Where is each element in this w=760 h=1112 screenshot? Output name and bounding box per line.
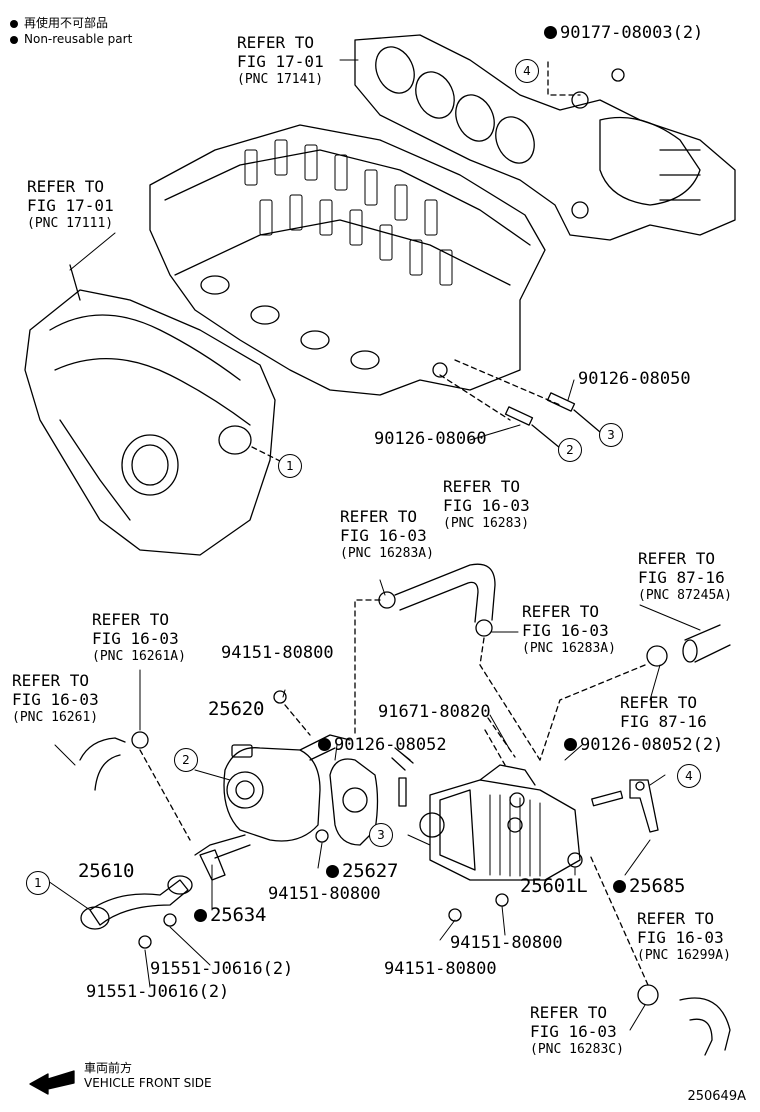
non-reusable-dot-icon [544, 26, 557, 39]
pipe-gasket-drawing [199, 849, 226, 881]
water-hose-right-drawing [539, 624, 731, 761]
exhaust-manifold-drawing [354, 34, 736, 241]
part-number-90126-08052-2[interactable]: 90126-08052(2) [564, 737, 723, 754]
legend-non-reusable-en: Non-reusable part [10, 32, 132, 46]
part-number-91551-j0616-upper[interactable]: 91551-J0616(2) [150, 959, 294, 979]
part-number-90126-08050[interactable]: 90126-08050 [578, 369, 691, 389]
part-number-25685[interactable]: 25685 [613, 877, 685, 896]
part-number-25610[interactable]: 25610 [78, 860, 135, 882]
part-number-90126-08052[interactable]: 90126-08052 [318, 737, 447, 754]
callout-2-top[interactable]: 2 [558, 438, 582, 462]
part-number-94151-80800-bottom[interactable]: 94151-80800 [384, 959, 497, 979]
part-number-94151-80800-upper[interactable]: 94151-80800 [221, 643, 334, 663]
leader-lines [47, 59, 701, 1031]
legend-non-reusable-cn: 再使用不可部品 [10, 14, 108, 31]
egr-valve-drawing [194, 690, 351, 859]
non-reusable-dot-icon [613, 880, 626, 893]
egr-cooler-drawing [419, 717, 583, 922]
part-number-90126-08060[interactable]: 90126-08060 [374, 429, 487, 449]
callout-4-bottom[interactable]: 4 [677, 764, 701, 788]
hose-upper-drawing [354, 563, 541, 761]
non-reusable-dot-icon [318, 738, 331, 751]
stud-bolts-drawing [398, 777, 624, 807]
callout-2-bottom[interactable]: 2 [174, 748, 198, 772]
callout-3-bottom[interactable]: 3 [369, 823, 393, 847]
part-number-91551-j0616-lower[interactable]: 91551-J0616(2) [86, 982, 230, 1002]
non-reusable-dot-icon [564, 738, 577, 751]
bullet-icon [10, 19, 18, 28]
callout-1-top[interactable]: 1 [278, 454, 302, 478]
callout-3-top[interactable]: 3 [599, 423, 623, 447]
egr-gasket-drawing [329, 747, 414, 846]
bracket-drawing [629, 779, 659, 833]
part-number-25601L[interactable]: 25601L [520, 875, 588, 897]
callout-4-top[interactable]: 4 [515, 59, 539, 83]
intake-manifold-drawing [24, 264, 283, 556]
hose-left-drawing [79, 731, 191, 841]
bullet-icon [10, 35, 18, 44]
part-number-25620[interactable]: 25620 [208, 698, 265, 720]
vehicle-front-en: VEHICLE FRONT SIDE [84, 1076, 212, 1090]
part-number-94151-80800-right[interactable]: 94151-80800 [450, 933, 563, 953]
part-number-94151-80800-middle[interactable]: 94151-80800 [268, 884, 381, 904]
callout-1-bottom[interactable]: 1 [26, 871, 50, 895]
part-number-91671-80820[interactable]: 91671-80820 [378, 702, 491, 722]
part-number-25634[interactable]: 25634 [194, 906, 266, 925]
non-reusable-dot-icon [194, 909, 207, 922]
part-number-90177-08003[interactable]: 90177-08003(2) [544, 25, 703, 42]
figure-id: 250649A [687, 1089, 746, 1104]
hose-lower-right-drawing [589, 854, 731, 1056]
cylinder-head-drawing [149, 124, 601, 449]
part-number-25627[interactable]: 25627 [326, 862, 398, 881]
egr-pipe-drawing [80, 875, 193, 949]
vehicle-front-cn: 車両前方 [84, 1061, 133, 1075]
non-reusable-dot-icon [326, 865, 339, 878]
vehicle-front-arrow [29, 1070, 75, 1095]
